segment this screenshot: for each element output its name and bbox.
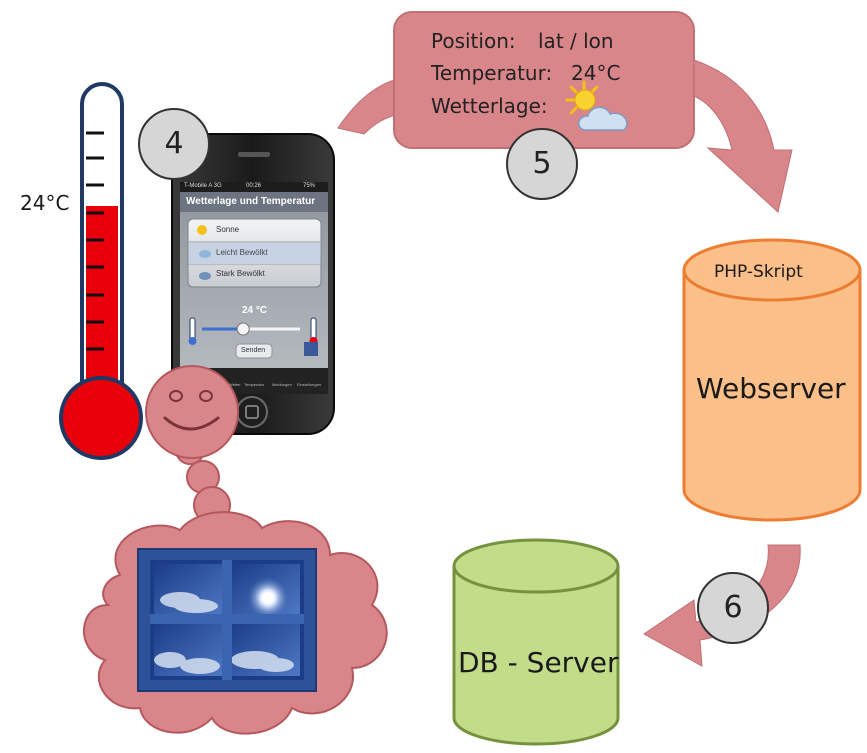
phone-temperature: 24 °C bbox=[242, 305, 268, 316]
phone-battery: 75% bbox=[303, 183, 316, 189]
database-title: DB - Server bbox=[458, 646, 619, 679]
phone-tab-messages[interactable]: Meldungen bbox=[272, 382, 292, 387]
phone-time: 00:26 bbox=[246, 183, 262, 189]
position-label: Position: bbox=[431, 29, 516, 53]
temperature-value: 24°C bbox=[571, 61, 621, 85]
window-image bbox=[137, 548, 317, 692]
webserver-cylinder bbox=[682, 238, 862, 522]
phone-option-heavy-clouds[interactable]: Stark Bewölkt bbox=[216, 269, 265, 278]
phone-tab-temperature[interactable]: Temperatur bbox=[244, 382, 265, 387]
thermometer-reading: 24°C bbox=[20, 191, 70, 215]
phone-app-title: Wetterlage und Temperatur bbox=[186, 196, 316, 207]
php-script-label: PHP-Skript bbox=[714, 262, 803, 282]
weather-label: Wetterlage: bbox=[431, 94, 548, 118]
thermometer bbox=[59, 82, 143, 460]
phone-carrier: T-Mobile A 3G bbox=[184, 183, 222, 189]
step-6-label: 6 bbox=[723, 590, 743, 625]
step-5-label: 5 bbox=[532, 146, 552, 181]
step-circles bbox=[138, 108, 769, 644]
phone-tab-settings[interactable]: Einstellungen bbox=[297, 382, 322, 387]
phone-send-button[interactable]: Senden bbox=[241, 347, 266, 354]
step-4-label: 4 bbox=[164, 126, 184, 161]
database-cylinder bbox=[452, 538, 620, 746]
temperature-label: Temperatur: bbox=[431, 61, 553, 85]
arrow-message-to-webserver bbox=[693, 59, 793, 213]
webserver-title: Webserver bbox=[696, 372, 846, 405]
phone-option-light-clouds[interactable]: Leicht Bewölkt bbox=[216, 248, 268, 257]
sun-cloud-icon bbox=[565, 80, 628, 131]
phone-option-sun[interactable]: Sonne bbox=[216, 225, 240, 234]
phone-tab-weather[interactable]: Wetter bbox=[229, 382, 241, 387]
position-value: lat / lon bbox=[538, 29, 614, 53]
smiley-face bbox=[145, 365, 239, 459]
